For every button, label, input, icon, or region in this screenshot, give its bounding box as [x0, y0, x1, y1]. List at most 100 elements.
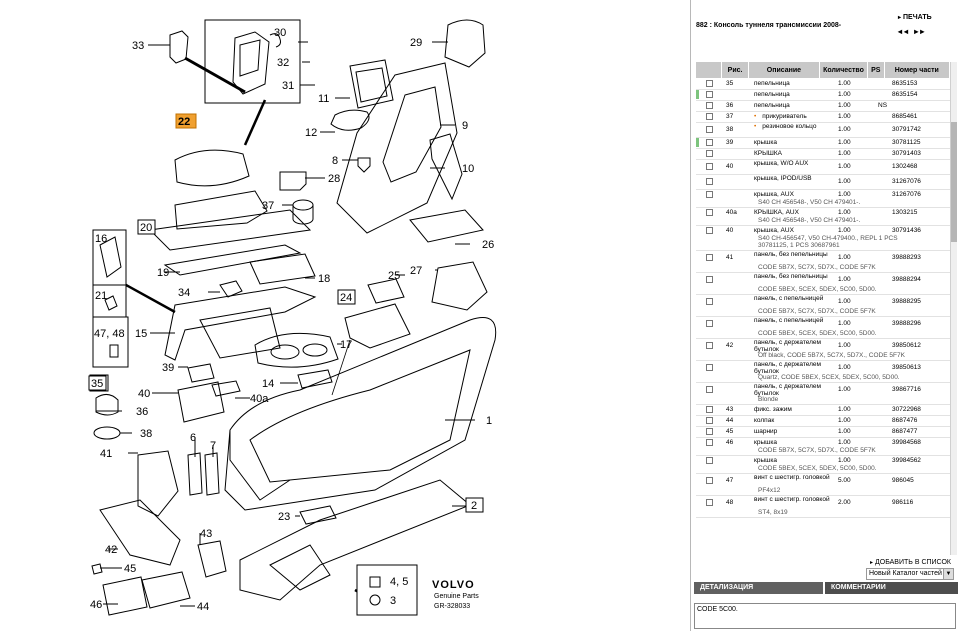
row-part-number[interactable]: 30722968 [892, 406, 921, 413]
table-scrollbar[interactable] [950, 62, 957, 555]
row-part-number[interactable]: 39850612 [892, 342, 921, 349]
row-marker [696, 90, 699, 99]
row-part-number[interactable]: 30791742 [892, 126, 921, 133]
row-part-number[interactable]: 31267076 [892, 178, 921, 185]
row-part-number[interactable]: 31267076 [892, 191, 921, 198]
row-checkbox[interactable] [706, 227, 713, 234]
row-part-number[interactable]: 39888296 [892, 320, 921, 327]
row-checkbox[interactable] [706, 439, 713, 446]
row-checkbox[interactable] [706, 417, 713, 424]
row-checkbox[interactable] [706, 209, 713, 216]
row-part-number[interactable]: 30791403 [892, 150, 921, 157]
row-qty: 1.00 [838, 457, 851, 464]
row-part-number[interactable]: 8687477 [892, 428, 918, 435]
row-checkbox[interactable] [706, 150, 713, 157]
callout-label: 11 [318, 93, 329, 105]
next-page-button[interactable]: ▸▸ [914, 27, 927, 36]
row-checkbox[interactable] [706, 178, 713, 185]
row-checkbox[interactable] [706, 126, 713, 133]
catalog-select[interactable]: Новый Каталог частей▼ [866, 568, 954, 580]
row-part-number[interactable]: 39888295 [892, 298, 921, 305]
scroll-thumb[interactable] [951, 122, 957, 242]
row-part-number[interactable]: 8687476 [892, 417, 918, 424]
row-checkbox[interactable] [706, 406, 713, 413]
callout-label: 24 [340, 292, 352, 304]
header-ps[interactable]: PS [868, 62, 885, 78]
row-checkbox[interactable] [706, 191, 713, 198]
row-checkbox[interactable] [706, 364, 713, 371]
row-checkbox[interactable] [706, 91, 713, 98]
row-desc-text: крышка, AUX [754, 191, 794, 198]
callout-label-highlighted[interactable]: 22 [178, 116, 190, 128]
row-checkbox[interactable] [706, 342, 713, 349]
row-part-number[interactable]: 39867716 [892, 386, 921, 393]
header-desc[interactable]: Описание [749, 62, 821, 78]
row-checkbox[interactable] [706, 139, 713, 146]
row-part-number[interactable]: 39984568 [892, 439, 921, 446]
row-checkbox[interactable] [706, 113, 713, 120]
row-checkbox[interactable] [706, 163, 713, 170]
add-to-list-button[interactable]: ▸ДОБАВИТЬ В СПИСОК [870, 559, 951, 566]
row-part-number[interactable]: 986116 [892, 499, 914, 506]
header-qty[interactable]: Количество [820, 62, 868, 78]
row-checkbox[interactable] [706, 276, 713, 283]
row-checkbox[interactable] [706, 428, 713, 435]
header-num[interactable]: Номер части [885, 62, 950, 78]
row-part-number[interactable]: 30791436 [892, 227, 921, 234]
row-part-number[interactable]: 986045 [892, 477, 914, 484]
row-checkbox[interactable] [706, 457, 713, 464]
tab-comments[interactable]: КОММЕНТАРИИ [825, 582, 958, 594]
panel-divider[interactable] [690, 0, 691, 631]
row-checkbox[interactable] [706, 298, 713, 305]
row-checkbox[interactable] [706, 477, 713, 484]
row-part-number[interactable]: 30781125 [892, 139, 921, 146]
row-part-number[interactable]: 8635153 [892, 80, 918, 87]
row-part-number[interactable]: 1302468 [892, 163, 918, 170]
row-checkbox[interactable] [706, 102, 713, 109]
row-part-number[interactable]: 1303215 [892, 209, 918, 216]
row-part-number[interactable]: 39850613 [892, 364, 921, 371]
row-part-number[interactable]: 39888293 [892, 254, 921, 261]
row-checkbox[interactable] [706, 320, 713, 327]
row-part-number[interactable]: 39984562 [892, 457, 921, 464]
row-part-number[interactable]: 8635154 [892, 91, 918, 98]
callout-label: 25 [388, 270, 400, 282]
row-checkbox[interactable] [706, 254, 713, 261]
row-checkbox[interactable] [706, 80, 713, 87]
row-checkbox[interactable] [706, 499, 713, 506]
header-pic[interactable]: Рис. [722, 62, 749, 78]
row-part-number[interactable]: 8685461 [892, 113, 918, 120]
prev-page-button[interactable]: ◂◂ [898, 27, 911, 36]
print-button[interactable]: ▸ПЕЧАТЬ [898, 14, 932, 21]
row-part-number[interactable]: 39888294 [892, 276, 921, 283]
row-checkbox[interactable] [706, 386, 713, 393]
tab-details[interactable]: ДЕТАЛИЗАЦИЯ [694, 582, 824, 594]
arrow-right-icon: ▸ [898, 15, 902, 21]
